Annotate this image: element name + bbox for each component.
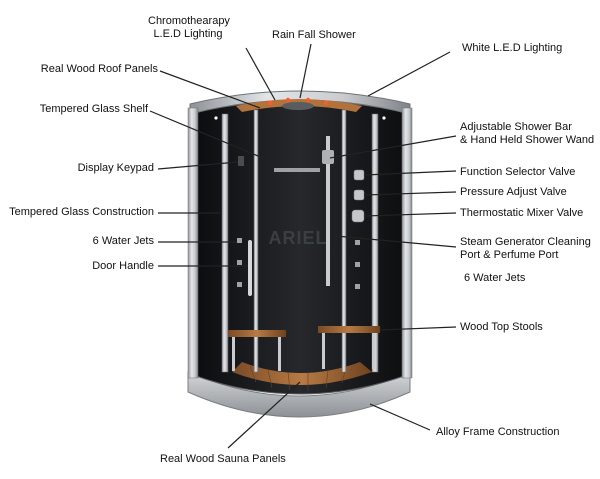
label-function-selector: Function Selector Valve <box>460 166 576 178</box>
label-sauna-panels: Real Wood Sauna Panels <box>160 453 286 465</box>
label-alloy-frame: Alloy Frame Construction <box>436 426 560 438</box>
label-water-jets-right: 6 Water Jets <box>464 272 526 284</box>
label-door-handle: Door Handle <box>92 260 154 272</box>
door-handle <box>248 240 252 296</box>
label-shower-bar: Adjustable Shower Bar & Hand Held Shower… <box>460 121 595 146</box>
label-steam-generator: Steam Generator Cleaning Port & Perfume … <box>460 236 591 261</box>
label-thermostatic-mixer: Thermostatic Mixer Valve <box>460 207 584 219</box>
brand-mark: ARIEL <box>269 228 328 248</box>
wood-stools <box>228 326 380 371</box>
label-pressure-adjust: Pressure Adjust Valve <box>460 186 567 198</box>
label-roof-panels: Real Wood Roof Panels <box>40 63 158 75</box>
roof <box>189 90 411 120</box>
label-rain-fall-shower: Rain Fall Shower <box>272 29 356 41</box>
shower-bar <box>322 136 334 286</box>
leader-lines <box>149 43 457 449</box>
rainfall-head <box>282 102 314 110</box>
label-glass-shelf: Tempered Glass Shelf <box>39 103 148 115</box>
label-glass-construction: Tempered Glass Construction <box>9 206 154 218</box>
label-wood-stools: Wood Top Stools <box>460 321 543 333</box>
chromotherapy-lights <box>267 97 329 106</box>
valves <box>351 169 365 223</box>
label-chromotherapy: Chromothearapy L.E.D Lighting <box>148 15 230 40</box>
white-lights <box>214 116 386 120</box>
label-white-led: White L.E.D Lighting <box>462 42 563 54</box>
display-keypad <box>238 156 244 166</box>
label-water-jets-left: 6 Water Jets <box>92 235 154 247</box>
water-jets <box>237 238 360 289</box>
wood-floor <box>232 362 372 385</box>
label-display-keypad: Display Keypad <box>77 162 154 174</box>
